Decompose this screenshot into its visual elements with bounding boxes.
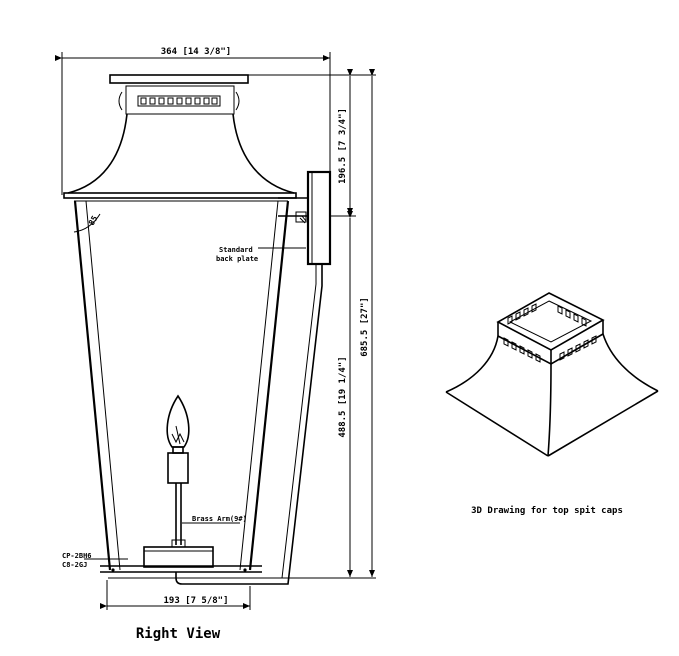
callout-base-code-2: C8-2GJ bbox=[62, 561, 87, 569]
callout-brass-arm: Brass Arm(9#) bbox=[192, 515, 247, 523]
spit-cap-3d-detail bbox=[445, 292, 659, 457]
right-view bbox=[55, 52, 376, 610]
candle-bulb bbox=[143, 394, 214, 568]
dimension-lines bbox=[55, 52, 376, 610]
wall-arm bbox=[175, 170, 332, 585]
dim-base-width: 193 [7 5/8"] bbox=[163, 596, 228, 606]
caption-3d-detail: 3D Drawing for top spit caps bbox=[471, 505, 623, 516]
callout-backplate-1: Standard bbox=[219, 246, 253, 254]
cap-vents bbox=[503, 303, 597, 363]
dim-angle: 85 bbox=[87, 214, 100, 227]
dim-total-height: 685.5 [27"] bbox=[360, 297, 370, 357]
vent-slots bbox=[137, 95, 221, 107]
dim-lower-height: 488.5 [19 1/4"] bbox=[338, 356, 348, 437]
dim-top-height: 196.5 [7 3/4"] bbox=[338, 108, 348, 184]
top-cap bbox=[63, 74, 297, 202]
callout-base-code-1: CP-2BH6 bbox=[62, 552, 92, 560]
callout-backplate-2: back plate bbox=[216, 255, 258, 263]
dim-overall-width: 364 [14 3/8"] bbox=[161, 47, 231, 57]
caption-right-view: Right View bbox=[136, 626, 221, 642]
